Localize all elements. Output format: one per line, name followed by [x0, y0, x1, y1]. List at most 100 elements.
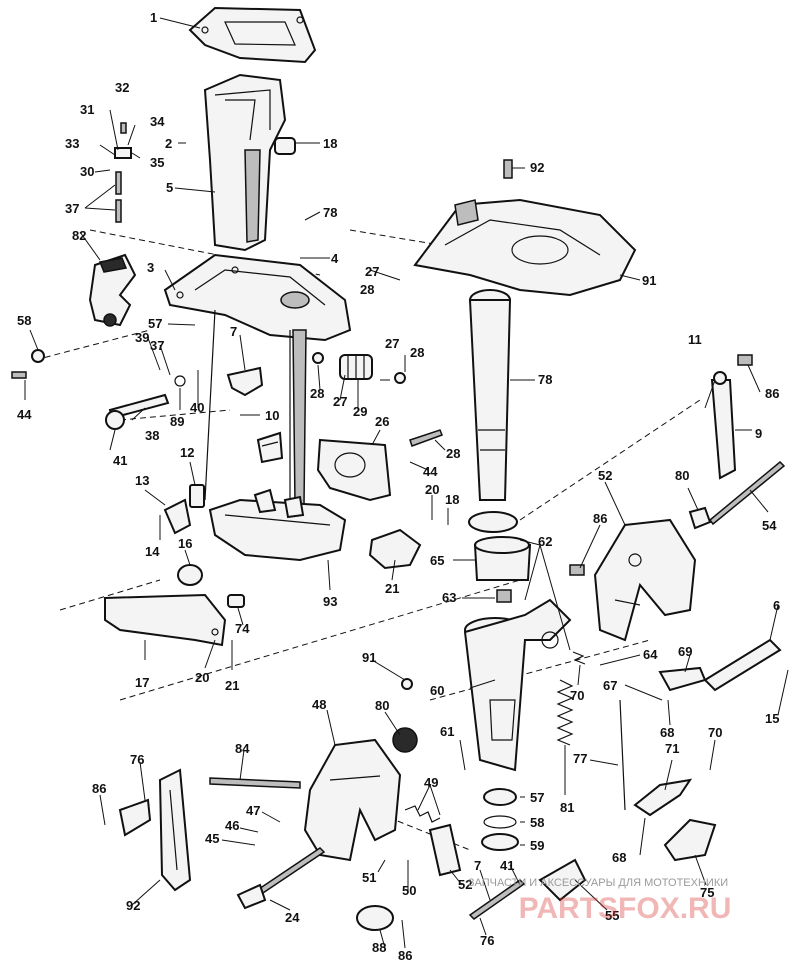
- callout-79: 78: [538, 372, 552, 387]
- callout-28a: 28: [360, 282, 374, 297]
- callout-67: 67: [603, 678, 617, 693]
- callout-76: 76: [480, 933, 494, 948]
- bolt-84: [209, 777, 301, 789]
- callout-27b: 27: [333, 394, 347, 409]
- adapter-plate-3: [163, 253, 352, 342]
- callout-13: 13: [135, 473, 149, 488]
- callout-3: 3: [147, 260, 154, 275]
- callout-58: 57: [530, 790, 544, 805]
- callout-6: 6: [773, 598, 780, 613]
- ring-59: [483, 815, 517, 829]
- bracket-81: [688, 506, 712, 530]
- callout-28b: 28: [310, 386, 324, 401]
- bracket-8: [226, 366, 264, 397]
- bar-9: [710, 379, 737, 480]
- washer-87: [356, 905, 394, 931]
- swivel-bracket-91: [413, 198, 637, 297]
- callout-77: 77: [573, 751, 587, 766]
- screw-32: [120, 122, 127, 134]
- callout-63: 62: [538, 534, 552, 549]
- callout-20b: 20: [425, 482, 439, 497]
- callout-35: 35: [150, 155, 164, 170]
- callout-49: 49: [424, 775, 438, 790]
- callout-16: 16: [178, 536, 192, 551]
- spring-82: [556, 679, 574, 746]
- bolt-86-right: [737, 354, 753, 366]
- callout-92: 92: [530, 160, 544, 175]
- callout-69: 69: [678, 644, 692, 659]
- callout-2: 2: [165, 136, 172, 151]
- callout-38: 39: [135, 330, 149, 345]
- callout-62: 61: [440, 724, 454, 739]
- rod-54: [708, 460, 786, 526]
- callout-9: 9: [755, 426, 762, 441]
- callout-83: 82: [72, 228, 86, 243]
- watermark-caption: ЗАПЧАСТИ И АКСЕССУАРЫ ДЛЯ МОТОТЕХНИКИ: [468, 877, 728, 889]
- callout-86b: 86: [765, 386, 779, 401]
- callout-89: 92: [126, 898, 140, 913]
- plate-52: [428, 823, 462, 877]
- mount-29: [339, 354, 373, 380]
- cover-13: [163, 498, 192, 535]
- clamp-bracket-53: [593, 518, 697, 642]
- bushing-64: [496, 589, 512, 603]
- callout-80: 80: [375, 698, 389, 713]
- callout-84: 84: [235, 741, 250, 756]
- callout-68a: 68: [660, 725, 674, 740]
- callout-50: 50: [402, 883, 416, 898]
- callout-59: 58: [530, 815, 544, 830]
- plate-25: [316, 438, 392, 502]
- callout-33: 33: [65, 136, 79, 151]
- callout-39: 38: [145, 428, 159, 443]
- clamp-bracket-48: [303, 738, 402, 862]
- callout-37: 37: [65, 201, 79, 216]
- callout-18: 18: [323, 136, 337, 151]
- callout-45: 45: [205, 831, 219, 846]
- callout-26: 28: [446, 446, 460, 461]
- bracket-89: [158, 768, 192, 892]
- callout-75: 76: [130, 752, 144, 767]
- callout-51: 51: [362, 870, 376, 885]
- callout-27c: 27: [385, 336, 399, 351]
- bolt-86-upper: [569, 564, 585, 576]
- callout-61: 60: [430, 683, 444, 698]
- cover-10: [256, 431, 284, 464]
- pin-37: [115, 171, 122, 223]
- callout-40: 40: [190, 400, 204, 415]
- callout-82: 81: [560, 800, 574, 815]
- callout-93: 93: [323, 594, 337, 609]
- callout-73: 74: [235, 621, 250, 636]
- callout-85: 86: [398, 948, 412, 963]
- bolt-92: [503, 159, 513, 179]
- callout-24: 24: [285, 910, 300, 925]
- callout-44: 44: [423, 464, 438, 479]
- rod-77: [619, 699, 626, 811]
- steering-tube-79: [468, 289, 512, 501]
- callout-7: 7: [474, 858, 481, 873]
- callout-30: 30: [80, 164, 94, 179]
- callout-46: 46: [225, 818, 239, 833]
- callout-32: 32: [115, 80, 129, 95]
- callout-10: 10: [265, 408, 279, 423]
- bolt-26: [409, 429, 443, 447]
- rod-24: [236, 847, 326, 910]
- callout-15: 15: [765, 711, 779, 726]
- callout-53: 52: [598, 468, 612, 483]
- washer-60: [481, 833, 519, 851]
- exhaust-housing-5: [203, 73, 287, 252]
- callout-29: 29: [353, 404, 367, 419]
- callout-8: 7: [230, 324, 237, 339]
- callout-20a: 20: [195, 670, 209, 685]
- callout-64: 63: [442, 590, 456, 605]
- clip-74: [663, 818, 717, 862]
- bracket-75: [118, 798, 152, 837]
- washer-11: [713, 371, 727, 385]
- watermark-brand: PARTSFOX.RU: [519, 892, 732, 925]
- callout-90: 91: [362, 650, 376, 665]
- callout-4: 4: [331, 251, 339, 266]
- callout-52: 52: [458, 877, 472, 892]
- callout-41: 41: [500, 858, 514, 873]
- bushing-58: [483, 788, 517, 806]
- callout-60: 59: [530, 838, 544, 853]
